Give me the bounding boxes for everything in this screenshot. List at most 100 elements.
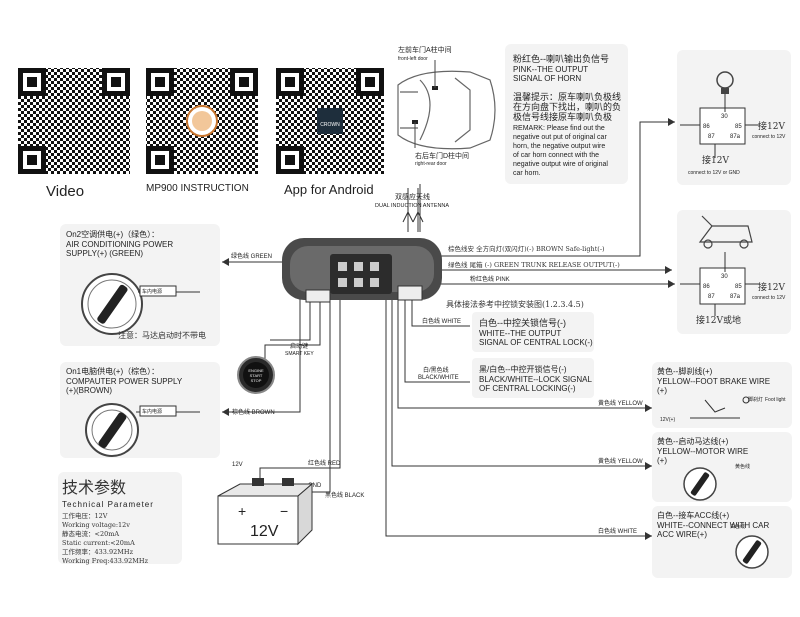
motor-ignition-icon [683,467,717,501]
engine-start-button[interactable]: ENGINE START STOP [237,356,275,394]
svg-text:脚刹灯: 脚刹灯 [748,396,763,403]
logo-icon [192,111,212,131]
qr-app-label: App for Android [284,182,374,197]
wire-yellow-2-label: 黄色线 YELLOW [598,457,643,465]
wire-brown-label: 棕色线 BROWN [232,408,275,416]
svg-text:Foot light: Foot light [765,397,786,403]
svg-text:87a: 87a [730,134,741,140]
svg-text:YELLOW--MOTOR WIRE: YELLOW--MOTOR WIRE [657,447,748,456]
svg-text:86: 86 [703,124,710,130]
svg-text:黄色线: 黄色线 [735,463,750,470]
svg-text:GND: GND [308,483,322,489]
svg-text:Static current:<20mA: Static current:<20mA [62,539,135,547]
ac-ignition-icon [81,273,143,335]
svg-text:在方向盘下找出，喇叭的负: 在方向盘下找出，喇叭的负 [513,101,621,112]
svg-text:+: + [238,503,246,519]
svg-text:白色--中控关锁信号(-): 白色--中控关锁信号(-) [479,317,566,328]
svg-text:ACC WIRE(+): ACC WIRE(+) [657,530,707,539]
svg-text:极信号线接原车喇叭负极: 极信号线接原车喇叭负极 [513,111,612,122]
qr-manual-label: MP900 INSTRUCTION [146,183,249,194]
horn-relay-icon [680,94,760,158]
car-top-view-icon [397,70,496,150]
qr-app[interactable]: CROWN [276,68,384,174]
svg-text:30: 30 [721,114,728,120]
svg-text:horn, the negative output wire: horn, the negative output wire [513,143,605,150]
svg-text:85: 85 [735,124,742,130]
svg-text:SIGNAL OF HORN: SIGNAL OF HORN [513,74,581,83]
battery-icon [217,478,314,546]
svg-text:黄色--启动马达线(+): 黄色--启动马达线(+) [657,436,729,446]
antenna-label: 双感应天线 [395,192,430,201]
svg-text:connect to 12V: connect to 12V [752,134,786,140]
svg-text:negative output wire of origin: negative output wire of original [513,161,608,168]
smart-key-label: 启动键 [290,342,308,350]
tech-panel [58,472,182,564]
svg-text:车内电源: 车内电源 [142,288,162,295]
svg-text:接12V: 接12V [758,120,785,132]
svg-text:(+): (+) [657,386,667,395]
svg-text:85: 85 [735,284,742,290]
svg-text:白/黑色线: 白/黑色线 [423,366,449,374]
battery-voltage: 12V [250,523,279,540]
svg-text:白色线: 白色线 [730,523,745,530]
svg-text:BLACK/WHITE--LOCK SIGNAL: BLACK/WHITE--LOCK SIGNAL [479,375,592,384]
wire-yellow-1-label: 黄色线 YELLOW [598,399,643,407]
svg-text:COMPAUTER POWER SUPPLY: COMPAUTER POWER SUPPLY [66,377,183,386]
svg-text:WHITE--CONNECT WITH CAR: WHITE--CONNECT WITH CAR [657,521,770,530]
svg-text:connect to 12V or GND: connect to 12V or GND [688,170,740,176]
svg-text:−: − [280,503,288,519]
svg-text:car horn.: car horn. [513,170,541,177]
svg-text:Working Freq:433.92MHz: Working Freq:433.92MHz [62,557,149,565]
svg-text:温馨提示：原车喇叭负极线: 温馨提示：原车喇叭负极线 [513,91,621,102]
horn-panel [505,44,628,184]
horn-bulb-icon [716,71,734,94]
svg-text:87: 87 [708,134,715,140]
svg-text:right-rear door: right-rear door [415,161,447,167]
svg-text:12V: 12V [232,462,243,468]
svg-text:静态电流：<20mA: 静态电流：<20mA [62,529,119,538]
svg-text:AIR CONDITIONING POWER: AIR CONDITIONING POWER [66,240,173,249]
svg-text:CROWN: CROWN [320,122,340,128]
svg-text:黑/白色--中控开锁信号(-): 黑/白色--中控开锁信号(-) [479,364,567,374]
svg-text:(+)(BROWN): (+)(BROWN) [66,386,112,395]
wire-white-label: 白色线 WHITE [422,317,461,325]
trunk-relay-icon [680,252,760,316]
svg-text:接12V: 接12V [702,154,729,166]
svg-text:Working voltage:12v: Working voltage:12v [62,521,130,529]
trunk-car-icon [698,215,753,249]
wire-blackwhite-label: BLACK/WHITE [418,375,459,381]
svg-text:PINK--THE OUTPUT: PINK--THE OUTPUT [513,65,588,74]
ac-note: 注意：马达启动时不带电 [118,330,206,340]
svg-text:工作电压：12V: 工作电压：12V [62,511,108,520]
left-door-label: 左前车门A柱中间 [398,45,452,54]
svg-text:黄色--脚刹线(+): 黄色--脚刹线(+) [657,366,713,376]
svg-text:OF CENTRAL LOCKING(-): OF CENTRAL LOCKING(-) [479,384,576,393]
central-lock-close-panel [472,312,594,352]
qr-video[interactable] [18,68,130,174]
wire-green-label: 绿色线 GREEN [231,252,272,260]
wire-brown-safe-label: 棕色线安 全方向灯(双闪灯)(-) BROWN Safe-light(-) [448,244,605,253]
wire-green-trunk-label: 绿色线 尾箱 (-) GREEN TRUNK RELEASE OUTPUT(-) [448,260,620,269]
svg-text:negative out put of original c: negative out put of original car [513,134,607,141]
crown-logo-icon [317,108,343,134]
svg-text:粉红色--喇叭输出负信号: 粉红色--喇叭输出负信号 [513,53,609,64]
foot-brake-pedal-icon [690,396,750,419]
svg-text:START: START [250,373,263,378]
svg-text:On2空调供电(+)（绿色）：: On2空调供电(+)（绿色）： [66,229,159,239]
arrowheads [222,118,675,540]
svg-text:86: 86 [703,284,710,290]
svg-text:87a: 87a [730,294,741,300]
qr-manual[interactable] [146,68,258,174]
control-module [282,238,442,303]
svg-text:(+): (+) [657,456,667,465]
svg-text:接12V或地: 接12V或地 [696,314,741,326]
svg-text:YELLOW--FOOT BRAKE WIRE: YELLOW--FOOT BRAKE WIRE [657,377,770,386]
svg-text:SUPPLY(+) (GREEN): SUPPLY(+) (GREEN) [66,249,143,258]
svg-text:30: 30 [721,274,728,280]
svg-text:车内电源: 车内电源 [142,408,162,415]
svg-text:STOP: STOP [251,378,262,383]
svg-text:Technical Parameter: Technical Parameter [62,500,154,509]
svg-text:front-left door: front-left door [398,56,428,62]
svg-text:WHITE--THE OUTPUT: WHITE--THE OUTPUT [479,329,561,338]
